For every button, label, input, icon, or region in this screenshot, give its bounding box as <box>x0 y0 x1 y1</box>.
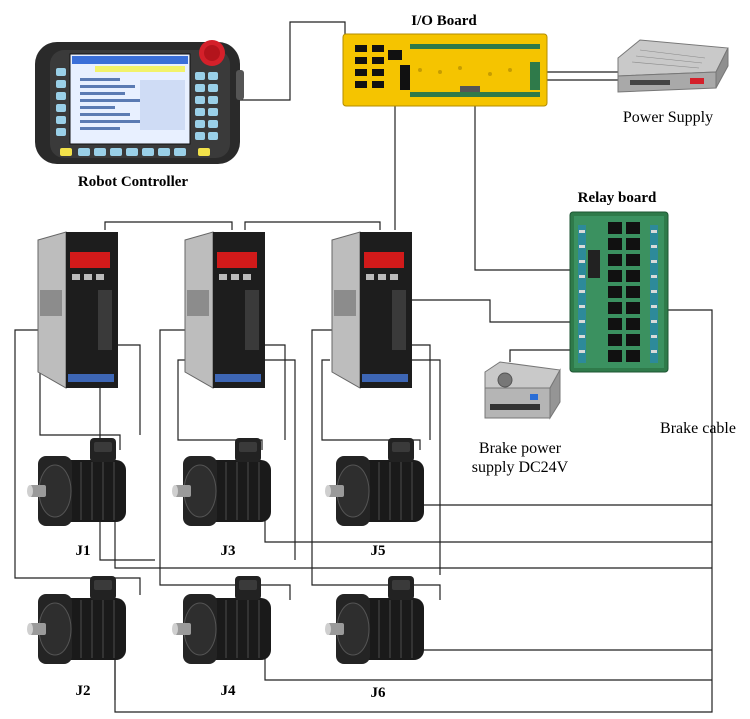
joint-label-j6: J6 <box>371 685 387 701</box>
wire-d1-j2b <box>99 360 155 561</box>
wire-controller-io <box>225 21 346 101</box>
wire-brake-j4 <box>264 650 712 681</box>
brake-psu-icon <box>484 361 561 420</box>
joint-label-j5: J5 <box>371 543 386 559</box>
servo-motor-icon <box>325 576 424 664</box>
wire-brake-j3 <box>264 510 712 543</box>
joint-label-j3: J3 <box>221 543 236 559</box>
servo-motor-icon <box>172 438 271 526</box>
wire-d3-j6 <box>311 329 441 600</box>
wire-brake-j1 <box>114 510 712 569</box>
power-supply-label: Power Supply <box>623 109 713 126</box>
wire-d1-motor1 <box>39 330 121 450</box>
wire-d2-motor3 <box>177 359 263 450</box>
wire-brakepsu-relay <box>509 349 580 362</box>
wire-driver3-relay <box>410 299 570 323</box>
wire-d1-j2 <box>14 329 141 595</box>
joint-label-j4: J4 <box>221 683 237 699</box>
wire-d3-motor5 <box>321 359 421 450</box>
wire-driver-chain <box>104 221 233 230</box>
wire-io-relay <box>474 92 570 271</box>
servo-motors <box>27 438 424 664</box>
circuit-board-icon <box>342 33 548 107</box>
servo-motor-icon <box>325 438 424 526</box>
teach-pendant-icon <box>35 40 244 164</box>
servo-motor-icon <box>27 438 126 526</box>
brake-power-label-2: supply DC24V <box>472 459 569 476</box>
io-board-label: I/O Board <box>411 13 477 29</box>
relay-board-label: Relay board <box>578 190 657 206</box>
servo-motor-icon <box>27 576 126 664</box>
servo-driver-icon <box>37 231 412 389</box>
power-supply-icon <box>617 39 729 93</box>
joint-label-j2: J2 <box>76 683 91 699</box>
brake-power-label-1: Brake power <box>479 440 562 457</box>
robot-controller-label: Robot Controller <box>78 174 188 190</box>
joint-label-j1: J1 <box>76 543 91 559</box>
brake-cable-label: Brake cable <box>660 420 736 437</box>
servo-motor-icon <box>172 576 271 664</box>
wire-d2-j4 <box>159 329 291 600</box>
wire-driver-chain-2 <box>244 221 381 230</box>
relay-board-icon <box>569 211 669 373</box>
